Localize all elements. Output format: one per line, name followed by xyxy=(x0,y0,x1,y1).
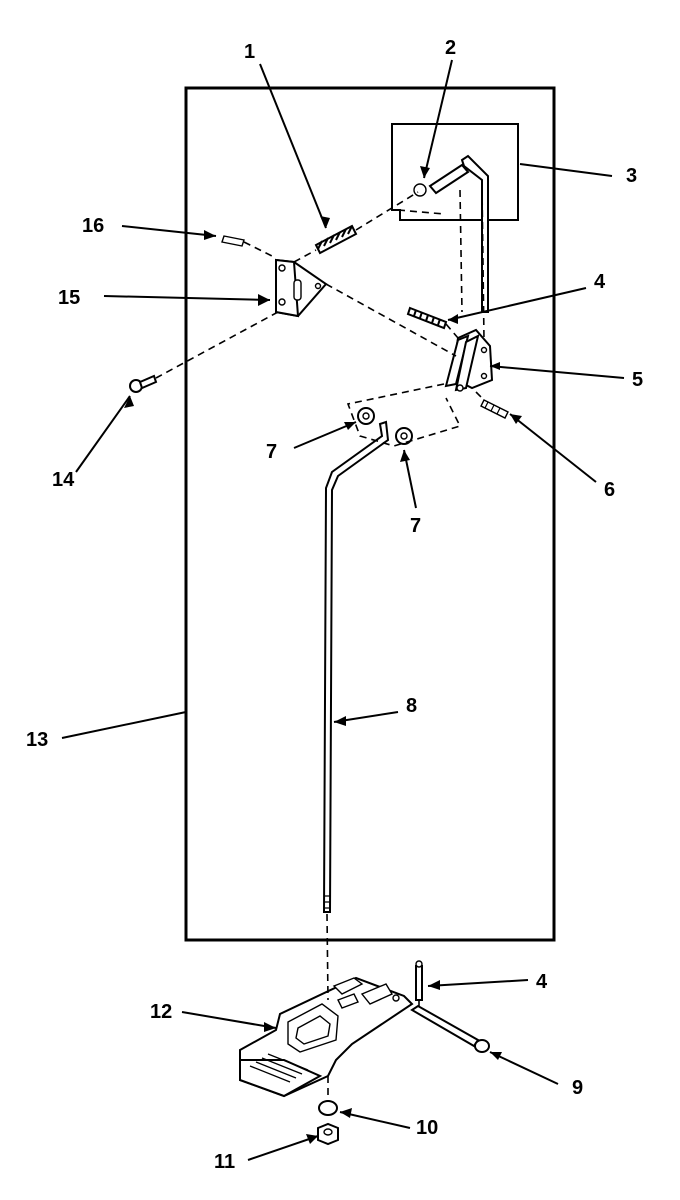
link-9 xyxy=(410,1004,490,1053)
screw-4-upper xyxy=(406,306,448,330)
callout-14: 14 xyxy=(52,469,75,491)
callout-13: 13 xyxy=(26,729,48,751)
washer-10 xyxy=(318,1100,338,1116)
callout-4-lower: 4 xyxy=(536,971,548,993)
callout-4-upper: 4 xyxy=(594,271,606,293)
pin-4-lower xyxy=(415,960,423,1001)
bracket-15 xyxy=(275,258,328,318)
pin-2 xyxy=(413,163,470,197)
bracket-5 xyxy=(444,328,494,392)
bushing-7-right xyxy=(395,427,413,445)
callout-2: 2 xyxy=(445,37,456,59)
callout-7-left: 7 xyxy=(266,441,277,463)
pedal-12 xyxy=(239,976,414,1098)
spring-1 xyxy=(314,224,358,255)
callout-8: 8 xyxy=(406,695,417,717)
callout-10: 10 xyxy=(416,1117,438,1139)
callout-3: 3 xyxy=(626,165,637,187)
panel-13 xyxy=(184,86,556,942)
callout-6: 6 xyxy=(604,479,615,501)
callout-11: 11 xyxy=(214,1151,235,1173)
rod-8 xyxy=(322,420,390,913)
callout-15: 15 xyxy=(58,287,80,309)
callout-12: 12 xyxy=(150,1001,172,1023)
bushing-7-left xyxy=(357,407,375,425)
callout-9: 9 xyxy=(572,1077,583,1099)
callout-1: 1 xyxy=(244,41,255,63)
spring-6 xyxy=(480,399,509,419)
callout-16: 16 xyxy=(82,215,104,237)
leader-arrowheads xyxy=(124,166,522,1144)
assembly-lines xyxy=(155,185,485,1100)
callout-5: 5 xyxy=(632,369,643,391)
nut-11 xyxy=(317,1122,339,1146)
bolt-14 xyxy=(129,374,158,393)
callout-7-right: 7 xyxy=(410,515,421,537)
pin-16 xyxy=(221,235,245,247)
housing-cutout-3 xyxy=(391,123,519,221)
